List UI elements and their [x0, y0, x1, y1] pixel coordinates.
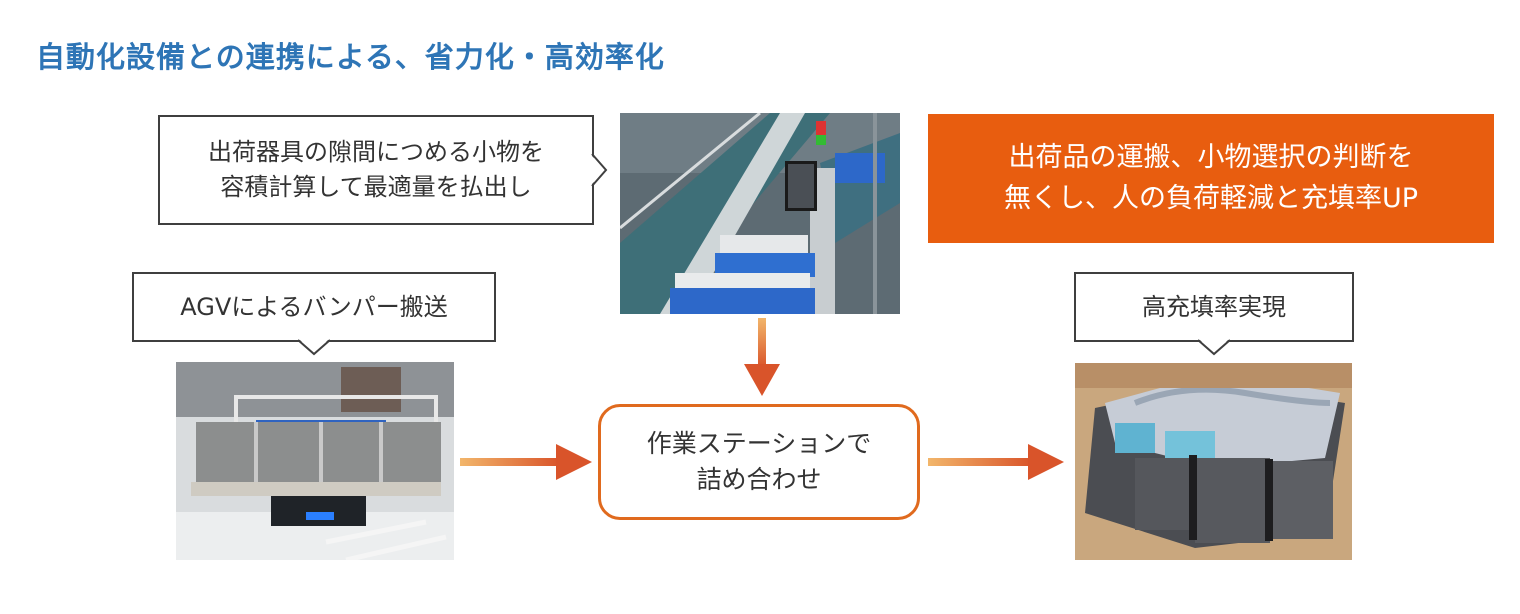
speech-bubble-line-1: 出荷器具の隙間につめる小物を	[208, 138, 544, 167]
agv-photo	[176, 362, 454, 560]
station-line-1: 作業ステーションで	[646, 428, 872, 458]
packed-container-photo	[1075, 363, 1352, 560]
station-line-2: 詰め合わせ	[696, 465, 822, 494]
speech-bubble-small-items: 出荷器具の隙間につめる小物を 容積計算して最適量を払出し	[158, 115, 594, 225]
speech-bubble-line-2: 容積計算して最適量を払出し	[220, 173, 532, 201]
result-label-bubble: 高充填率実現	[1074, 272, 1354, 342]
down-arrow	[744, 318, 780, 396]
result-bubble-pointer	[1197, 338, 1231, 356]
work-station-box: 作業ステーションで 詰め合わせ	[598, 404, 920, 520]
speech-bubble-pointer	[590, 153, 608, 187]
agv-bubble-pointer	[297, 338, 331, 356]
result-label-text: 高充填率実現	[1142, 292, 1286, 321]
right-arrow-to-station	[460, 444, 592, 480]
agv-label-bubble: AGVによるバンパー搬送	[132, 272, 496, 342]
callout-line-1: 出荷品の運搬、小物選択の判断を	[1008, 142, 1414, 173]
conveyor-photo	[620, 113, 900, 314]
agv-label-text: AGVによるバンパー搬送	[180, 292, 448, 321]
right-arrow-to-result	[928, 444, 1064, 480]
page-title: 自動化設備との連携による、省力化・高効率化	[36, 40, 665, 74]
callout-line-2: 無くし、人の負荷軽減と充填率UP	[1003, 182, 1419, 214]
benefit-callout: 出荷品の運搬、小物選択の判断を 無くし、人の負荷軽減と充填率UP	[928, 114, 1494, 243]
